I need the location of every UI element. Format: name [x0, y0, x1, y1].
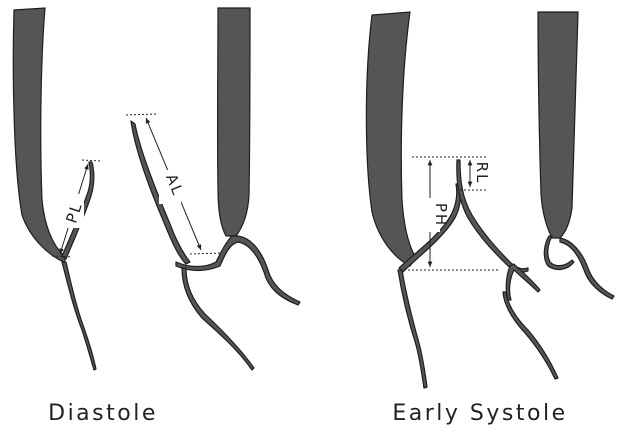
- pl-top-tick: [82, 160, 100, 161]
- diastole-caption: Diastole: [48, 401, 158, 426]
- systole-lower-chord: [503, 292, 558, 379]
- diastole-anterior-chord: [182, 268, 254, 370]
- early-systole-panel: PH RL Early Systole: [366, 12, 614, 426]
- ph-label: PH: [432, 203, 450, 227]
- diastole-posterior-wall: [13, 8, 66, 262]
- al-top-tick: [126, 114, 156, 115]
- al-bottom-tick: [190, 253, 222, 254]
- systole-anterior-base: [544, 236, 614, 299]
- systole-anterior-wall: [538, 12, 578, 238]
- diastole-anterior-wall: [218, 8, 250, 236]
- rl-label: RL: [473, 162, 491, 185]
- early-systole-caption: Early Systole: [392, 401, 567, 426]
- systole-anterior-leaflet: [457, 160, 528, 272]
- diastole-panel: PL AL Diastole: [13, 8, 300, 426]
- diastole-annulus: [176, 236, 300, 305]
- diastole-posterior-chord: [62, 262, 96, 370]
- systole-posterior-chord: [398, 270, 427, 388]
- systole-posterior-wall: [366, 12, 416, 266]
